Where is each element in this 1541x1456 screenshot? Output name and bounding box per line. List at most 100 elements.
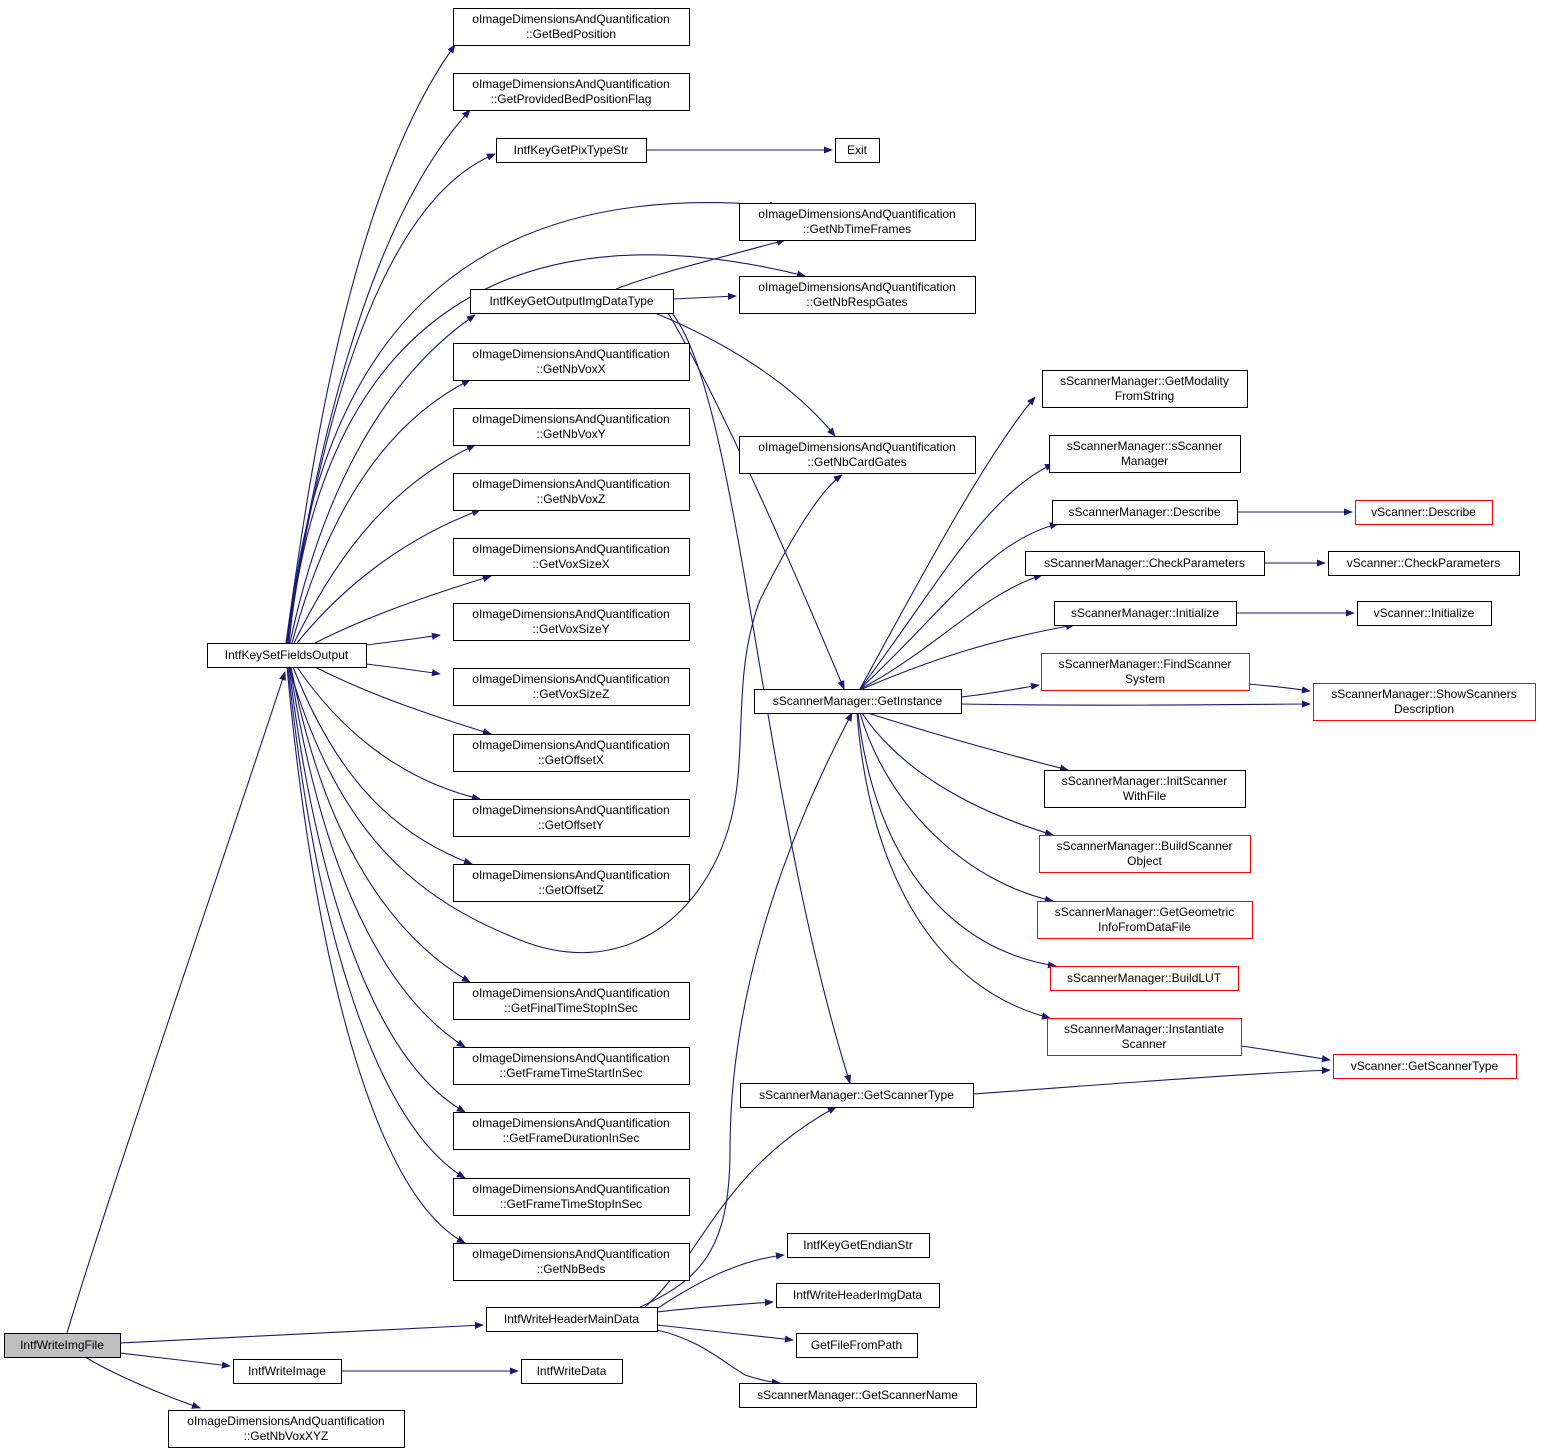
node-box [787,1233,930,1258]
node-label: oImageDimensionsAndQuantification [472,347,669,361]
node-voxxyz[interactable]: oImageDimensionsAndQuantification::GetNb… [168,1410,405,1448]
node-exit[interactable]: Exit [835,138,880,163]
node-pixtype[interactable]: IntfKeyGetPixTypeStr [496,138,647,163]
node-initialize[interactable]: sScannerManager::Initialize [1054,601,1237,626]
node-voxy[interactable]: oImageDimensionsAndQuantification::GetNb… [453,408,690,446]
edge-inst-vtype [1240,1045,1331,1063]
node-sizey[interactable]: oImageDimensionsAndQuantification::GetVo… [453,603,690,641]
node-label: ::GetVoxSizeX [532,557,609,571]
node-box [453,73,690,111]
node-box [1357,601,1492,626]
node-vdescribe[interactable]: vScanner::Describe [1355,500,1493,525]
node-label: oImageDimensionsAndQuantification [472,542,669,556]
node-offy[interactable]: oImageDimensionsAndQuantification::GetOf… [453,799,690,837]
node-label: oImageDimensionsAndQuantification [187,1414,384,1428]
node-filefrompath[interactable]: GetFileFromPath [796,1333,918,1358]
edge-gi-findscanner [960,682,1040,698]
edge-gi-checkparams [859,574,1043,690]
node-label: oImageDimensionsAndQuantification [472,12,669,26]
node-headermain[interactable]: IntfWriteHeaderMainData [486,1307,658,1332]
node-buildlut[interactable]: sScannerManager::BuildLUT [1050,966,1239,991]
node-box [453,603,690,641]
edge-hm-filefrompath [656,1324,794,1343]
node-vtype[interactable]: vScanner::GetScannerType [1333,1054,1517,1079]
node-nbbeds[interactable]: oImageDimensionsAndQuantification::GetNb… [453,1243,690,1281]
node-sizex[interactable]: oImageDimensionsAndQuantification::GetVo… [453,538,690,576]
node-root[interactable]: IntfWriteImgFile [4,1333,121,1358]
node-outtype[interactable]: IntfKeyGetOutputImgDataType [470,289,674,314]
edge-sf-voxx [291,379,471,644]
node-label: ::GetBedPosition [526,27,616,41]
node-timeframes[interactable]: oImageDimensionsAndQuantification::GetNb… [739,203,976,241]
node-label: sScannerManager::CheckParameters [1044,556,1245,570]
edge-st-vtype [972,1066,1331,1095]
node-box [1025,551,1265,576]
node-respgates[interactable]: oImageDimensionsAndQuantification::GetNb… [739,276,976,314]
node-box [1047,1018,1242,1056]
node-label: ::GetFinalTimeStopInSec [504,1001,638,1015]
node-box [207,643,367,668]
node-label: IntfWriteHeaderMainData [504,1312,639,1326]
node-bedpos[interactable]: oImageDimensionsAndQuantification::GetBe… [453,8,690,46]
node-framedur[interactable]: oImageDimensionsAndQuantification::GetFr… [453,1112,690,1150]
node-label: vScanner::Describe [1371,505,1476,519]
edge-hm-getinstance [639,712,853,1308]
node-framestart[interactable]: oImageDimensionsAndQuantification::GetFr… [453,1047,690,1085]
node-finalstop[interactable]: oImageDimensionsAndQuantification::GetFi… [453,982,690,1020]
node-sscanmgr[interactable]: sScannerManager::sScannerManager [1049,435,1241,473]
node-label: ::GetNbTimeFrames [803,222,911,236]
node-writeimage[interactable]: IntfWriteImage [233,1359,342,1384]
node-framestop[interactable]: oImageDimensionsAndQuantification::GetFr… [453,1178,690,1216]
node-setfields[interactable]: IntfKeySetFieldsOutput [207,643,367,668]
edge-sf-voxz [296,509,481,644]
node-getinstance[interactable]: sScannerManager::GetInstance [754,689,962,714]
edge-hm-scannername [656,1329,781,1386]
node-box [754,689,962,714]
edge-gi-showdesc [960,700,1311,708]
node-offz[interactable]: oImageDimensionsAndQuantification::GetOf… [453,864,690,902]
node-writedata[interactable]: IntfWriteData [521,1359,623,1384]
node-sizez[interactable]: oImageDimensionsAndQuantification::GetVo… [453,668,690,706]
node-bedflag[interactable]: oImageDimensionsAndQuantification::GetPr… [453,73,690,111]
edge-root-writeimage [119,1352,231,1369]
node-label: oImageDimensionsAndQuantification [472,868,669,882]
node-scannername[interactable]: sScannerManager::GetScannerName [739,1383,977,1408]
node-headerimg[interactable]: IntfWriteHeaderImgData [776,1283,940,1308]
edge-sf-offy [296,666,481,801]
node-box [470,289,674,314]
node-box [486,1307,658,1332]
node-cardgates[interactable]: oImageDimensionsAndQuantification::GetNb… [739,436,976,474]
edge-sf-finalstop [290,666,471,983]
node-label: ::GetNbRespGates [806,295,907,309]
node-label: oImageDimensionsAndQuantification [758,207,955,221]
node-offx[interactable]: oImageDimensionsAndQuantification::GetOf… [453,734,690,772]
node-geominfo[interactable]: sScannerManager::GetGeometricInfoFromDat… [1037,901,1253,939]
node-box [739,203,976,241]
node-scannertype[interactable]: sScannerManager::GetScannerType [740,1083,974,1108]
node-vinit[interactable]: vScanner::Initialize [1357,601,1492,626]
node-box [1052,500,1238,525]
node-describe[interactable]: sScannerManager::Describe [1052,500,1238,525]
node-voxx[interactable]: oImageDimensionsAndQuantification::GetNb… [453,343,690,381]
edge-gi-modality [859,396,1036,690]
node-box [1049,435,1241,473]
node-box [1042,370,1248,408]
node-voxz[interactable]: oImageDimensionsAndQuantification::GetNb… [453,473,690,511]
node-vcheck[interactable]: vScanner::CheckParameters [1328,551,1520,576]
node-endian[interactable]: IntfKeyGetEndianStr [787,1233,930,1258]
node-label: sScannerManager::GetModality [1060,374,1229,388]
node-label: oImageDimensionsAndQuantification [472,803,669,817]
node-box [453,734,690,772]
node-label: sScannerManager::Instantiate [1064,1022,1224,1036]
edge-hm-scannertype [644,1106,837,1308]
node-label: System [1125,672,1165,686]
node-checkparams[interactable]: sScannerManager::CheckParameters [1025,551,1265,576]
node-label: sScannerManager::GetInstance [773,694,943,708]
